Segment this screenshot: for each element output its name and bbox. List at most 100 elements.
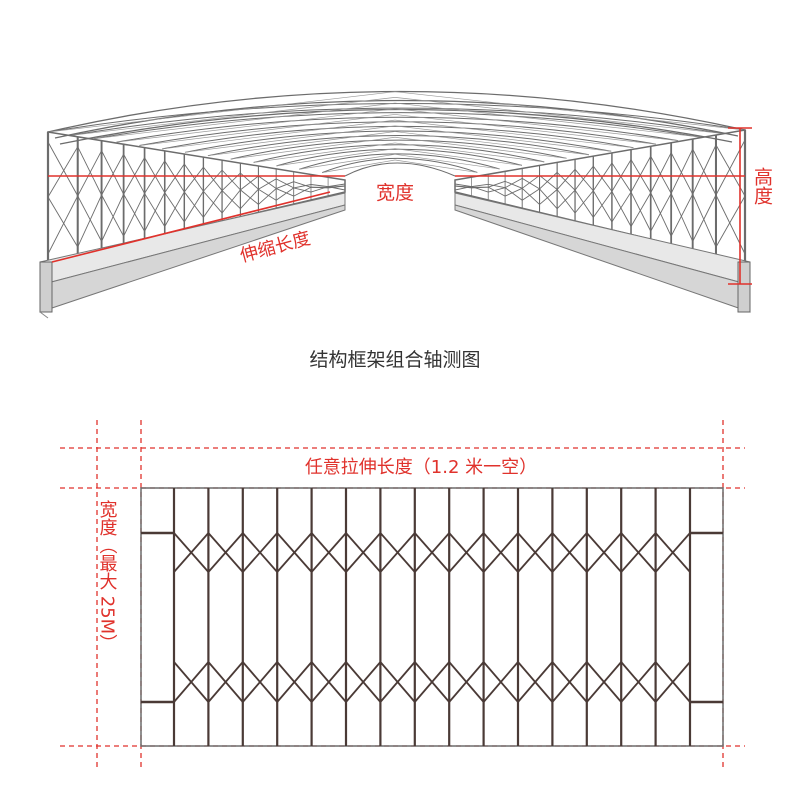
wall-brace — [327, 186, 346, 191]
wall-brace — [488, 180, 506, 188]
roof-brace — [322, 159, 396, 173]
left-wall — [39, 131, 346, 319]
wall-brace — [574, 169, 594, 192]
wall-brace — [123, 193, 145, 237]
width-label: 宽度 — [376, 182, 414, 204]
scissor-arm — [654, 661, 691, 703]
roof-brace — [394, 91, 746, 131]
wall-brace — [650, 156, 672, 194]
wall-brace — [611, 162, 632, 193]
wall-brace — [539, 188, 558, 209]
right-wall-frames — [454, 130, 747, 262]
wall-brace — [521, 187, 540, 205]
wall-brace — [183, 191, 204, 223]
wall-brace — [611, 191, 632, 223]
wall-brace — [650, 152, 672, 193]
wall-brace — [258, 188, 277, 205]
scissor-arm — [586, 532, 622, 573]
wall-brace — [101, 194, 125, 237]
wall-brace — [293, 184, 312, 189]
wall-brace — [240, 175, 259, 191]
wall-brace — [556, 172, 576, 191]
wall-brace — [692, 194, 717, 248]
wall-brace — [275, 187, 294, 201]
roof-brace — [230, 136, 396, 160]
scissor-arm — [482, 661, 519, 703]
wall-brace — [504, 187, 523, 197]
wall-brace — [123, 154, 145, 194]
scissor-arm — [448, 661, 485, 703]
roof-brace — [394, 97, 723, 134]
wall-brace — [630, 156, 652, 193]
wall-brace — [630, 192, 652, 227]
roof-trusses — [47, 91, 746, 177]
roof-truss — [276, 148, 523, 167]
roof-truss — [47, 103, 746, 133]
scissor-arm — [414, 661, 450, 703]
wall-brace — [123, 193, 145, 232]
roof-truss — [93, 112, 701, 140]
wall-brace — [203, 169, 223, 192]
wall-brace — [77, 150, 102, 197]
roof-brace — [116, 108, 396, 143]
scissor-arm — [620, 532, 657, 573]
wall-brace — [101, 150, 125, 195]
scissor-arm — [448, 532, 485, 573]
wall-brace — [692, 194, 717, 242]
roof-arch — [59, 108, 733, 145]
wall-brace — [275, 188, 294, 197]
roof-brace — [70, 97, 396, 136]
wall-brace — [574, 165, 594, 191]
scissor-arm — [207, 661, 244, 703]
wall-brace — [144, 160, 166, 194]
roof-brace — [394, 131, 589, 156]
roof-brace — [394, 153, 500, 170]
wall-brace — [488, 187, 506, 193]
wall-brace — [203, 166, 223, 191]
roof-brace — [162, 119, 396, 150]
wall-brace — [574, 190, 594, 214]
roof-truss — [116, 116, 679, 143]
roof-brace — [276, 148, 396, 167]
roof-brace — [394, 119, 634, 149]
wall-brace — [310, 186, 329, 193]
roof-truss — [207, 135, 589, 157]
roof-brace — [394, 136, 567, 159]
wall-brace — [539, 175, 558, 190]
wall-brace — [164, 192, 185, 223]
roof-brace — [394, 148, 522, 166]
wall-brace — [504, 187, 523, 201]
wall-brace — [275, 178, 294, 189]
scissor-arm — [586, 661, 622, 703]
axonometric-view: 宽度 伸缩长度 高度 结构框架组合轴测图 — [39, 90, 773, 371]
scissor-arm — [517, 532, 554, 573]
wall-brace — [670, 193, 694, 237]
wall-brace — [521, 175, 540, 189]
wall-brace — [521, 178, 540, 190]
roof-truss — [321, 158, 478, 174]
wall-brace — [240, 189, 259, 205]
retract-length-line — [51, 191, 331, 263]
scissor-arm — [310, 532, 347, 573]
wall-brace — [310, 184, 329, 188]
wall-brace — [611, 191, 632, 227]
scissor-arm — [345, 661, 382, 703]
roof-brace — [299, 153, 396, 170]
wall-brace — [692, 144, 717, 195]
wall-brace — [47, 195, 79, 255]
roof-brace — [47, 91, 396, 133]
scissor-arm — [345, 532, 382, 573]
wall-brace — [454, 186, 472, 191]
scissor-arm — [379, 661, 416, 703]
scissor-arm — [276, 532, 313, 573]
wall-brace — [47, 141, 79, 197]
left-wall-frames — [46, 132, 346, 262]
wall-brace — [47, 196, 79, 248]
wall-brace — [592, 190, 613, 223]
scissor-arm — [517, 661, 554, 703]
roof-truss — [139, 121, 656, 147]
roof-brace — [394, 142, 545, 163]
roof-truss — [344, 162, 456, 177]
wall-brace — [670, 152, 694, 195]
